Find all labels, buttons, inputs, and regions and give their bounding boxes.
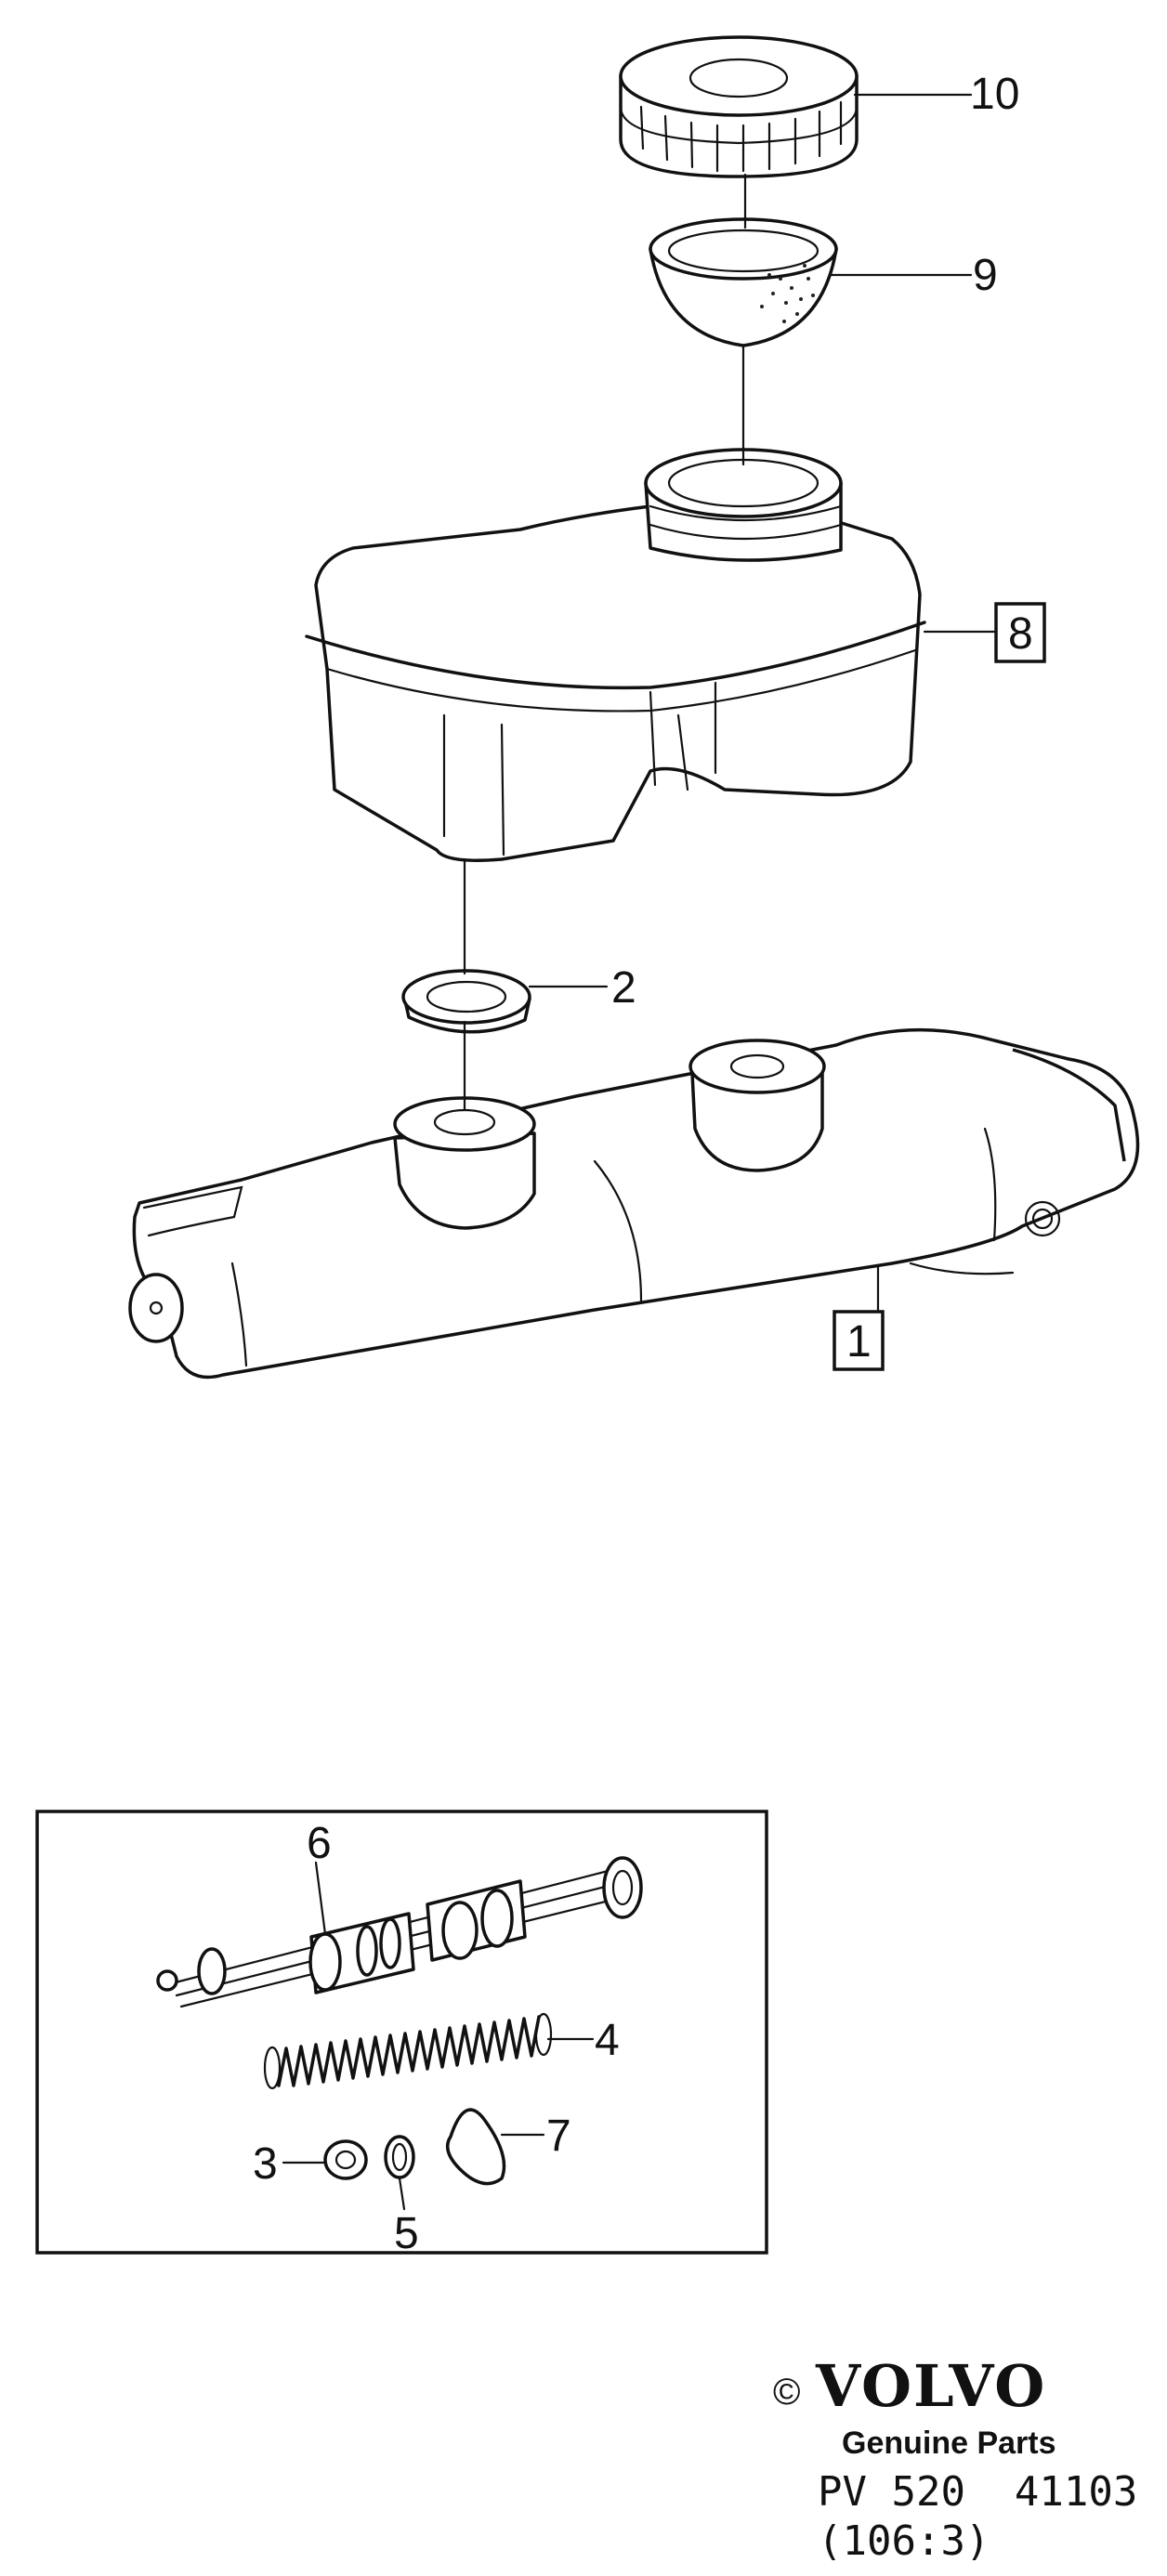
- callout-8-box: [994, 602, 1046, 663]
- reference-code: (106:3): [818, 2517, 990, 2565]
- callout-1: 1: [846, 1317, 872, 1366]
- callout-3: 3: [253, 2139, 278, 2189]
- strainer: [649, 217, 838, 347]
- copyright-symbol: ©: [773, 2372, 800, 2413]
- reservoir-cap: [619, 35, 859, 178]
- o-ring: [384, 2135, 415, 2179]
- reservoir: [305, 448, 926, 862]
- callout-labels: 10 9 8 2 1 6 4 3 5 7: [253, 70, 1046, 2258]
- circlip: [445, 2108, 506, 2186]
- repair-kit-inset: [35, 1810, 768, 2255]
- master-cylinder: [128, 1027, 1140, 1380]
- callout-10: 10: [970, 70, 1019, 119]
- spring: [263, 2012, 553, 2090]
- callout-7: 7: [546, 2112, 571, 2161]
- leader-lines: [282, 93, 998, 2211]
- footer-brand-block: © VOLVO Genuine Parts PV 520 41103 (106:…: [773, 2352, 1137, 2565]
- callout-4: 4: [595, 2016, 620, 2065]
- callout-2: 2: [611, 963, 636, 1013]
- part-code: PV 520 41103: [818, 2468, 1137, 2516]
- callout-1-box: [833, 1310, 885, 1371]
- callout-8: 8: [1008, 609, 1033, 659]
- piston-assembly: [156, 1856, 643, 2008]
- callout-5: 5: [394, 2209, 419, 2258]
- callout-6: 6: [307, 1819, 332, 1868]
- washer: [323, 2139, 368, 2180]
- grommet-seal: [401, 969, 531, 1034]
- callout-9: 9: [973, 251, 998, 300]
- tagline: Genuine Parts: [842, 2426, 1056, 2461]
- brand-logo-text: VOLVO: [815, 2352, 1046, 2420]
